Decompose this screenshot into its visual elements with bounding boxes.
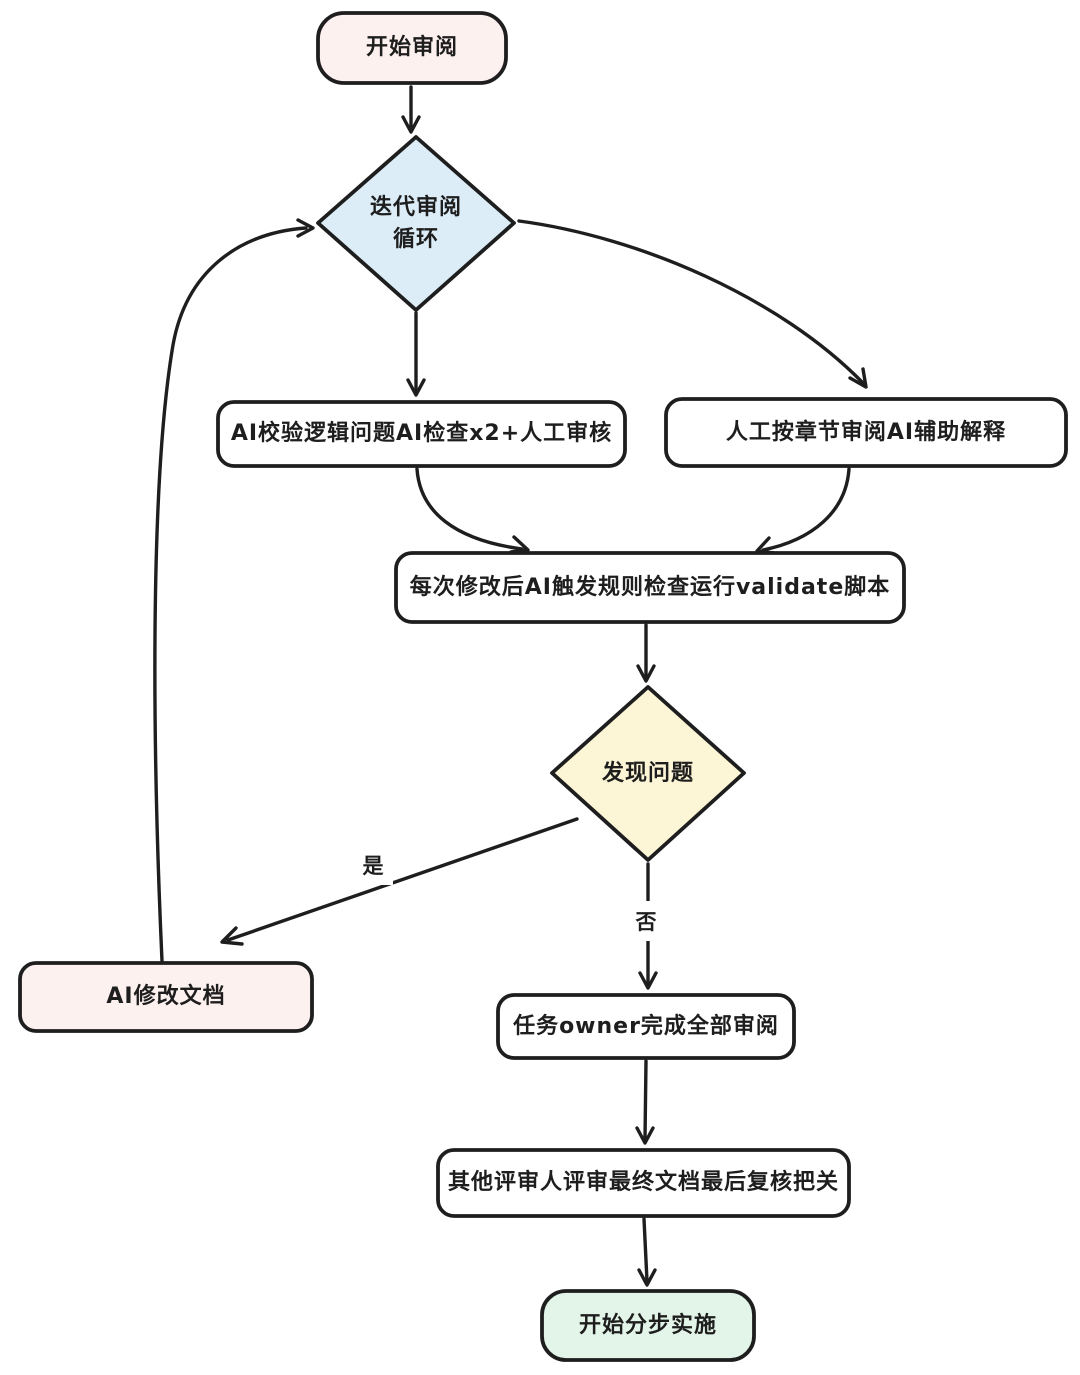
arrowhead-final-review-to-end: [637, 1268, 657, 1287]
arrowhead-human-review-to-validate: [755, 536, 776, 555]
node-ai-fix-shape: [18, 961, 314, 1033]
arrowhead-validate-to-found-issue: [636, 664, 656, 683]
arrowhead-loop-to-ai-check: [406, 378, 426, 397]
arrowhead-owner-to-final-review: [635, 1126, 655, 1145]
arrowhead-start-to-loop: [401, 115, 421, 134]
node-ai-check-shape: [216, 400, 627, 468]
edge-owner-to-final-review: [643, 1059, 648, 1141]
edge-ai-check-to-validate: [415, 467, 524, 551]
arrowhead-found-issue-yes-to-ai-fix: [220, 926, 244, 946]
edge-human-review-to-validate: [761, 467, 851, 552]
node-final-review-shape: [436, 1148, 851, 1218]
node-found-issue-shape: [550, 685, 746, 862]
edge-found-issue-yes-to-ai-fix: [226, 817, 579, 942]
edge-final-review-to-end: [642, 1217, 649, 1283]
node-loop-decision-shape: [316, 135, 516, 312]
node-start-shape: [316, 11, 508, 85]
node-owner-done-shape: [496, 993, 796, 1060]
arrowhead-ai-fix-loopback: [296, 218, 315, 238]
node-end-shape: [540, 1289, 756, 1362]
arrowhead-ai-check-to-validate: [509, 535, 530, 554]
edge-ai-fix-loopback: [153, 226, 308, 963]
edge-loop-to-human-review: [517, 219, 865, 385]
node-human-review-shape: [664, 397, 1068, 468]
node-validate-run-shape: [394, 551, 906, 624]
arrowhead-found-issue-no-to-owner: [638, 971, 658, 990]
arrowhead-loop-to-human-review: [848, 367, 868, 389]
